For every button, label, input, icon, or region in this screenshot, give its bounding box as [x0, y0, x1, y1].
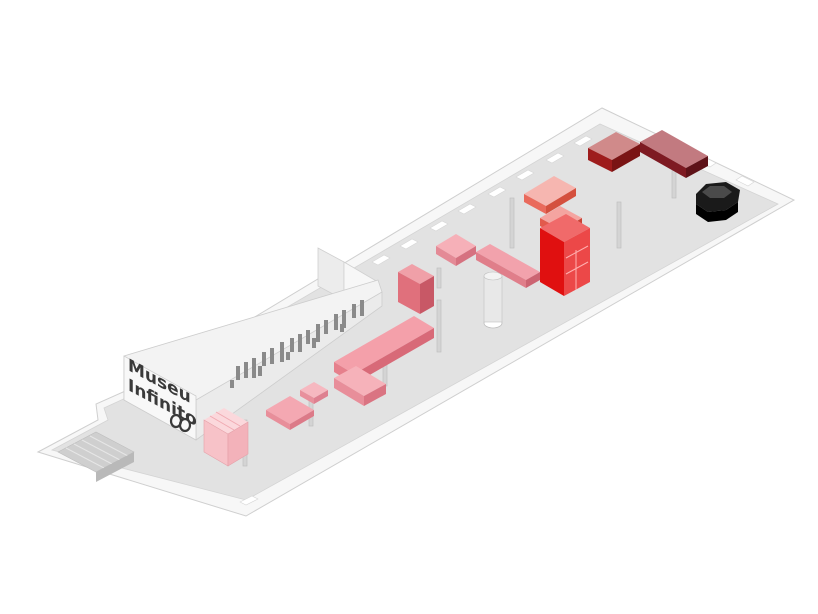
exhibition-floor [50, 123, 779, 501]
round-pillar [483, 271, 503, 329]
display-case-pink-low [266, 382, 328, 430]
display-object-black-octagon [696, 182, 740, 222]
display-bench-pink-l [334, 316, 434, 406]
wall-graphic-panels [230, 300, 364, 388]
window-notches [239, 135, 755, 506]
stairs-icon [57, 431, 135, 482]
infinity-icon [169, 413, 192, 433]
display-block-rose-tall [398, 264, 434, 314]
display-shelf-burgundy [588, 130, 708, 178]
display-shelf-pink-zigzag [436, 234, 540, 288]
display-case-light-pink [203, 408, 249, 467]
display-block-red [540, 214, 590, 296]
